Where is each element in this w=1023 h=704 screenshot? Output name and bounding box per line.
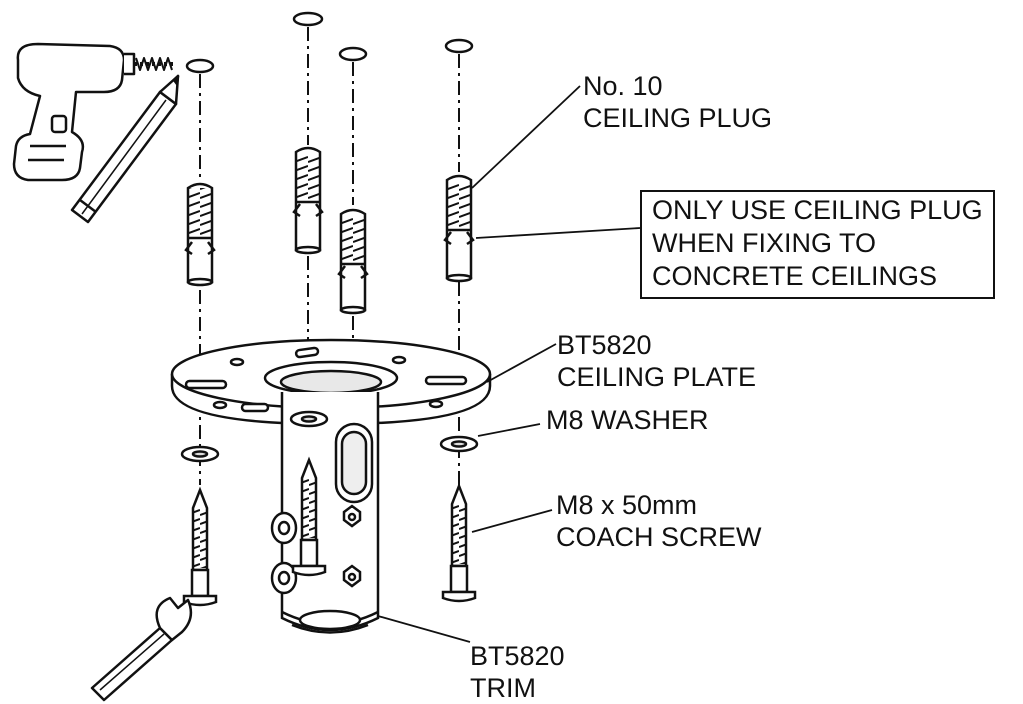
ceiling-plug (184, 182, 216, 287)
leader-concrete-note (475, 227, 641, 239)
ceiling-plug (337, 208, 369, 315)
top-rings (185, 11, 474, 74)
ring-2 (292, 11, 324, 27)
plate-slot (294, 346, 320, 359)
m8-washer (180, 410, 479, 463)
plate-slot (184, 379, 228, 390)
leader-ceiling-plug (471, 85, 581, 189)
coach-screw (441, 482, 477, 603)
trim-cylinder (270, 392, 380, 634)
ring-4 (444, 38, 474, 54)
spanner-icon (90, 596, 193, 702)
leader-coach-screw (471, 509, 553, 533)
ceiling-plug (292, 146, 324, 255)
leader-trim (377, 615, 471, 643)
ring-1 (185, 58, 215, 74)
plate-slot (424, 375, 468, 386)
pencil-icon (70, 74, 180, 224)
ring-3 (338, 46, 368, 62)
coach-screw (182, 486, 218, 607)
plate-slot (240, 402, 270, 413)
washer-label: M8 WASHER (546, 405, 709, 435)
ceiling-plug (443, 174, 475, 283)
leader-lines (377, 85, 641, 643)
cordless-drill-icon (12, 42, 176, 182)
leader-ceiling-plate (486, 343, 557, 383)
ceiling-plate (170, 338, 492, 426)
coach-screw (291, 456, 327, 577)
leader-washer (477, 423, 541, 437)
